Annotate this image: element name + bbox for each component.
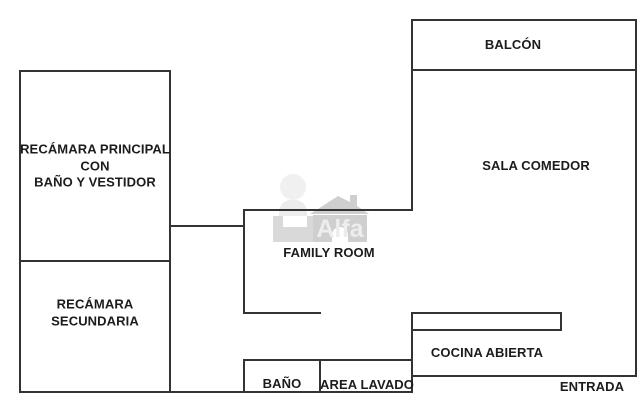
room-label-entrada: ENTRADA bbox=[559, 378, 625, 394]
wall-bedrooms-divider bbox=[19, 260, 171, 262]
room-label-line: SECUNDARIA bbox=[51, 313, 139, 328]
wall-familyroom-top bbox=[243, 209, 413, 211]
wall-hall-connector bbox=[169, 225, 245, 227]
wall-familyroom-left bbox=[243, 209, 245, 314]
couch-icon bbox=[273, 216, 319, 242]
wall-entrada-line bbox=[411, 375, 637, 377]
room-label-recamara-secundaria: RECÁMARA SECUNDARIA bbox=[51, 297, 139, 330]
room-label-line: BAÑO Y VESTIDOR bbox=[34, 174, 156, 190]
wall-counter-right bbox=[560, 312, 562, 331]
wall-counter-bottom bbox=[411, 329, 562, 331]
room-label-area-lavado: AREA LAVADO bbox=[319, 376, 415, 392]
room-label-recamara-principal: RECÁMARA PRINCIPAL CON BAÑO Y VESTIDOR bbox=[20, 141, 170, 191]
room-label-line: RECÁMARA PRINCIPAL bbox=[20, 141, 170, 157]
wall-principal-top bbox=[19, 70, 171, 72]
alfa-watermark: Alfa bbox=[273, 174, 369, 243]
wall-counter-top bbox=[411, 312, 562, 314]
wall-balcon-top bbox=[411, 19, 637, 21]
wall-bano-lavado-divider bbox=[319, 359, 321, 393]
wall-right-outer bbox=[635, 19, 637, 377]
wall-left-outer bbox=[19, 70, 21, 393]
wall-laundry-strip-top bbox=[243, 359, 413, 361]
wall-bedrooms-right bbox=[169, 70, 171, 393]
room-label-line: RECÁMARA bbox=[56, 296, 134, 312]
wall-bano-left bbox=[243, 359, 245, 393]
wall-bottom bbox=[19, 391, 413, 393]
room-label-bano: BAÑO bbox=[262, 375, 302, 391]
wall-familyroom-bottom bbox=[243, 312, 321, 314]
room-label-sala-comedor: SALA COMEDOR bbox=[482, 157, 590, 173]
room-label-line: CON bbox=[80, 157, 110, 173]
room-label-family-room: FAMILY ROOM bbox=[283, 244, 375, 260]
watermark-text: Alfa bbox=[316, 215, 364, 243]
house-icon bbox=[310, 195, 369, 242]
room-label-balcon: BALCÓN bbox=[484, 36, 542, 52]
wall-balcon-bottom bbox=[411, 69, 637, 71]
room-label-cocina-abierta: COCINA ABIERTA bbox=[430, 344, 544, 360]
wall-sala-left bbox=[411, 19, 413, 211]
wall-cocina-left bbox=[411, 312, 413, 393]
